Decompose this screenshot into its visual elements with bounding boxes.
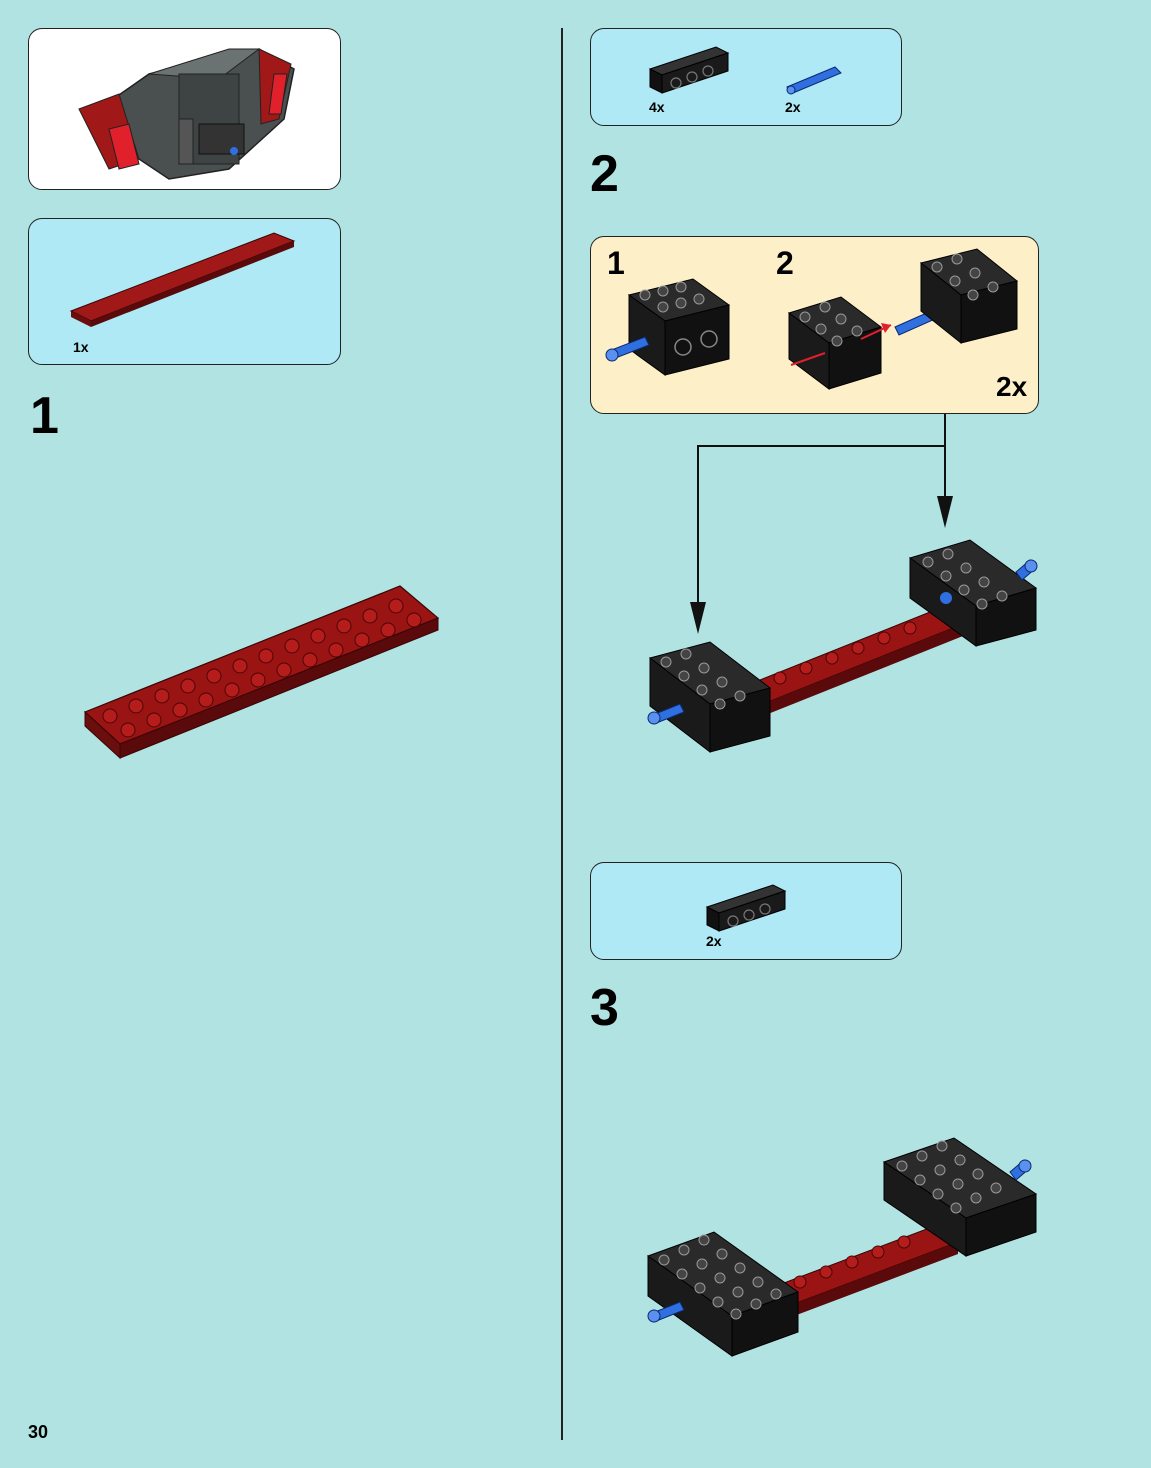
step1-red-plate-image [80, 580, 480, 780]
step2-number: 2 [590, 148, 619, 200]
step2-parts-panel: 4x 2x [590, 28, 902, 126]
sub-assembly-panel: 1 2 2x [590, 236, 1039, 414]
step2-assembly-image [640, 538, 1060, 758]
step1-number: 1 [30, 390, 59, 442]
black-technic-brick-icon [703, 877, 793, 937]
step3-brick-qty: 2x [706, 933, 722, 949]
column-divider [561, 28, 563, 1440]
page-number: 30 [28, 1422, 48, 1443]
step1-parts-panel: 1x [28, 218, 341, 365]
step3-parts-panel: 2x [590, 862, 902, 960]
black-technic-brick-icon [646, 39, 736, 99]
model-preview-image [29, 29, 342, 191]
sub-step1-image [605, 275, 755, 405]
step1-part-qty: 1x [73, 339, 89, 355]
model-preview-panel [28, 28, 341, 190]
step2-pin-qty: 2x [785, 99, 801, 115]
blue-pin-icon [783, 61, 853, 101]
step3-number: 3 [590, 982, 619, 1034]
step2-brick-qty: 4x [649, 99, 665, 115]
step3-assembly-image [640, 1132, 1060, 1362]
sub-step2-image [781, 245, 1051, 405]
